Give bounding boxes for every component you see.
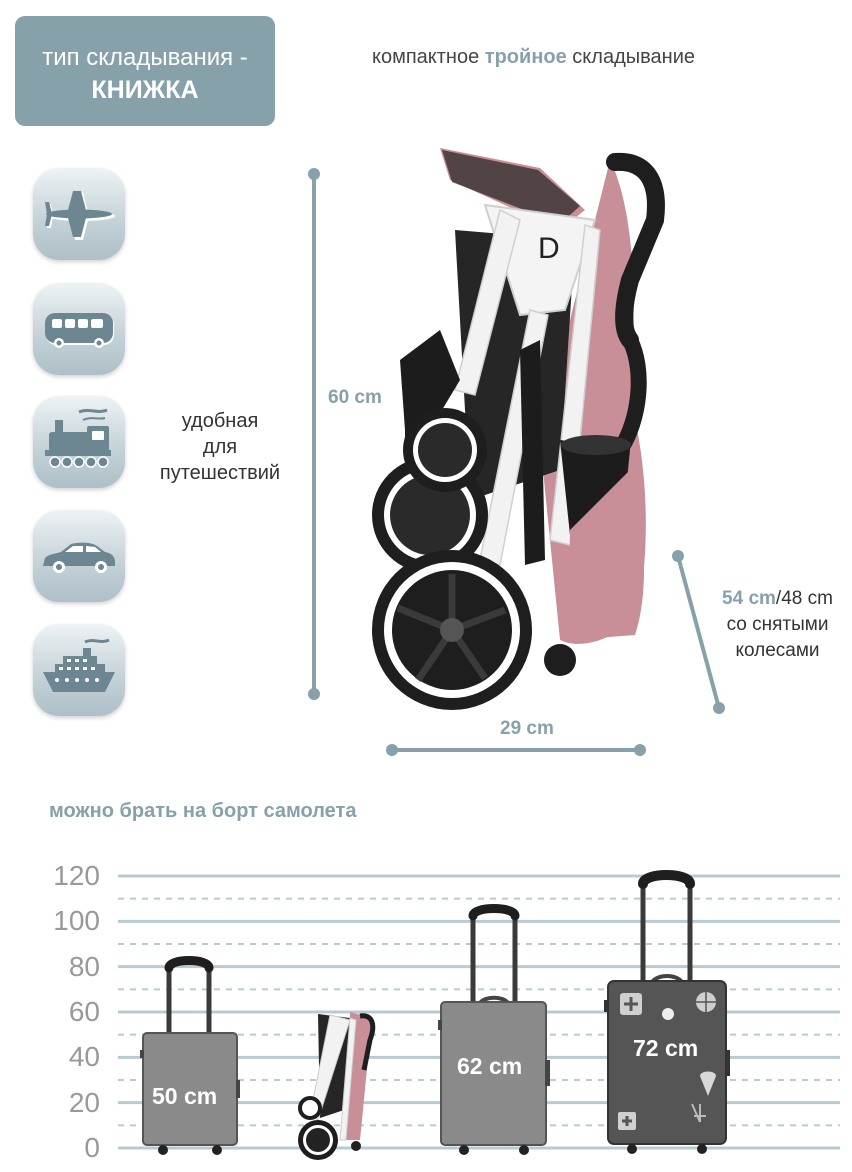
depth-rest: /48 cm	[775, 588, 833, 609]
y-tick-0: 0	[84, 1132, 100, 1163]
depth-line	[676, 555, 721, 709]
y-tick-60: 60	[68, 996, 100, 1027]
ship-icon	[33, 624, 125, 716]
y-tick-80: 80	[68, 951, 100, 982]
tagline-pre: компактное	[372, 46, 485, 68]
depth-note-line-1: со снятыми	[726, 614, 829, 635]
suitcase-62	[438, 904, 550, 1155]
suitcase-72	[604, 870, 730, 1154]
depth-value: 54 cm/48 cm	[700, 586, 852, 612]
width-label: 29 cm	[500, 718, 554, 739]
depth-note-line-2: колесами	[735, 640, 820, 661]
fold-type-label: тип складывания -	[42, 44, 248, 71]
bus-icon	[33, 283, 125, 375]
travel-note: удобная для путешествий	[140, 408, 300, 486]
y-tick-20: 20	[68, 1087, 100, 1118]
y-tick-40: 40	[68, 1041, 100, 1072]
train-icon	[33, 396, 125, 488]
travel-line-1: удобная	[181, 410, 259, 432]
comparison-caption: можно брать на борт самолета	[49, 800, 357, 822]
airplane-icon	[33, 168, 125, 260]
mini-stroller	[298, 1012, 376, 1160]
travel-line-3: путешествий	[159, 462, 281, 484]
tagline-post: складывание	[566, 46, 695, 68]
depth-highlight: 54 cm	[722, 588, 776, 609]
suitcase-62-label: 62 cm	[457, 1053, 523, 1079]
fold-type-badge: тип складывания - КНИЖКА	[15, 16, 275, 126]
car-icon	[33, 510, 125, 602]
svg-text:D: D	[538, 232, 560, 265]
y-tick-120: 120	[53, 860, 100, 891]
depth-note: 54 cm/48 cm со снятыми колесами	[700, 586, 852, 664]
suitcase-72-label: 72 cm	[633, 1035, 699, 1061]
fold-tagline: компактное тройное складывание	[372, 46, 695, 69]
fold-type-value: КНИЖКА	[91, 76, 199, 104]
travel-line-2: для	[202, 436, 238, 458]
height-label: 60 cm	[328, 387, 382, 408]
y-tick-100: 100	[53, 905, 100, 936]
tagline-highlight: тройное	[484, 46, 567, 68]
folded-stroller-illustration: D	[372, 148, 665, 710]
suitcase-50-label: 50 cm	[152, 1083, 218, 1109]
suitcase-50	[140, 956, 240, 1155]
dimension-lines	[308, 168, 725, 756]
